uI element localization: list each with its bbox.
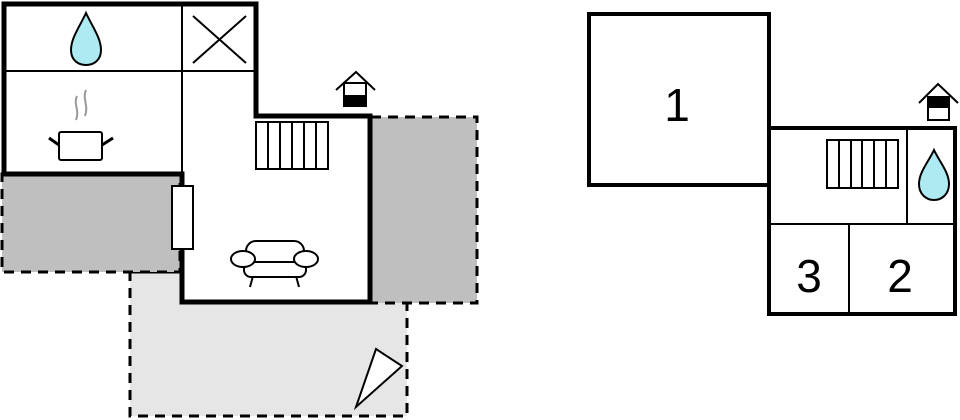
room-label-1: 1 [664,79,690,131]
entrance-icon [918,82,959,121]
cooking-pot-icon [48,89,114,161]
room-label-3: 3 [796,250,822,302]
water-drop-icon [69,10,103,67]
entrance-icon [335,70,376,107]
stairs-icon [255,121,329,170]
door-icon [171,185,194,250]
water-drop-icon [917,147,951,202]
terrace-right [369,115,479,305]
cross-icon [192,15,247,64]
stairs-icon [826,139,899,189]
terrace-left [0,172,182,274]
armchair-icon [230,240,319,288]
ground-floor [0,1,479,418]
first-floor: 1 3 2 [587,12,959,316]
flag-icon [353,347,404,411]
wall-outer [1,1,373,305]
room-bedroom-1[interactable] [587,12,771,187]
room-label-2: 2 [887,250,913,302]
house-interior [4,4,370,302]
